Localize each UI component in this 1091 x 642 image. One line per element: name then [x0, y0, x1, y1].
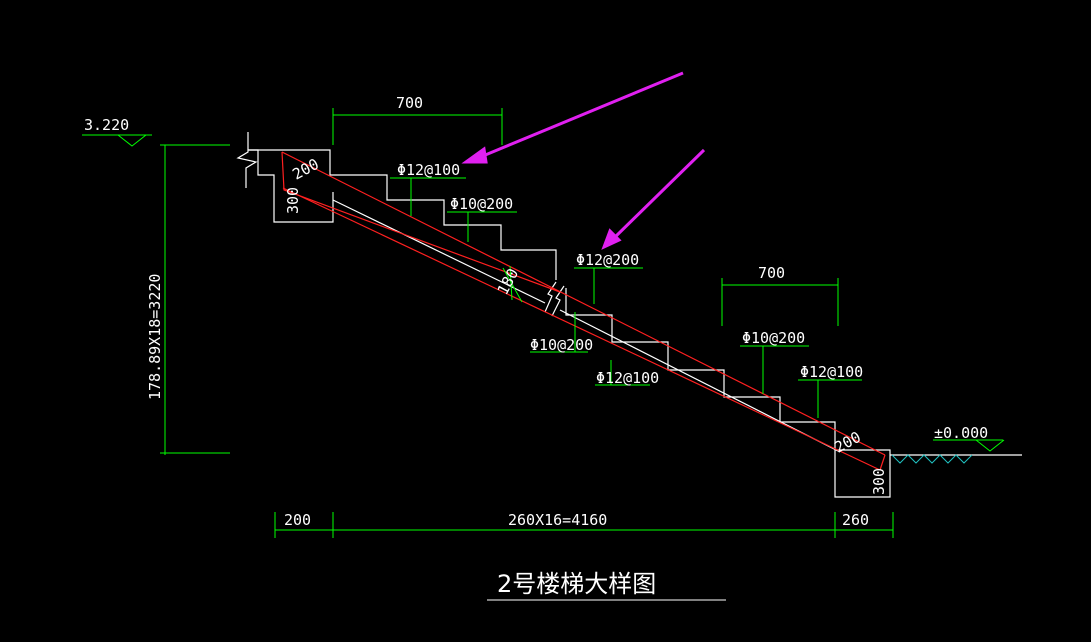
arrow-2-head — [601, 228, 622, 250]
rebar-mid-phi12-200: Φ12@200 — [576, 251, 639, 269]
rebar-low-phi10-200: Φ10@200 — [742, 329, 805, 347]
dimension-lines — [82, 108, 1005, 601]
elevation-bottom: ±0.000 — [934, 424, 988, 442]
ground-hatch — [891, 454, 973, 464]
dim-top-beam-300: 300 — [284, 187, 302, 214]
elevation-top: 3.220 — [84, 116, 129, 134]
top-rebar — [281, 151, 561, 293]
dim-bottom-right: 260 — [842, 511, 869, 529]
stair-outline — [236, 132, 1022, 498]
bottom-rebar-end — [879, 454, 886, 471]
lower-steps-outline — [565, 288, 891, 498]
dim-lower-700: 700 — [758, 264, 785, 282]
rebar-top-phi10-200: Φ10@200 — [450, 195, 513, 213]
top-break-symbol — [236, 132, 258, 188]
top-beam-left — [248, 149, 334, 223]
dim-bottom-beam-300: 300 — [870, 468, 888, 495]
dim-vertical: 178.89X18=3220 — [146, 274, 164, 400]
dim-bottom-mid: 260X16=4160 — [508, 511, 607, 529]
main-rebar-top — [281, 151, 886, 456]
rebar-mid-phi12-100: Φ12@100 — [596, 369, 659, 387]
arrow-2 — [610, 148, 706, 242]
dimension-texts: 3.220 ±0.000 700 700 178.89X18=3220 200 … — [84, 94, 988, 529]
arrow-1 — [477, 71, 684, 160]
annotation-arrows — [461, 71, 706, 250]
rebar-mid-phi10-200: Φ10@200 — [530, 336, 593, 354]
arrow-1-head — [461, 146, 488, 164]
top-beam-outline — [248, 149, 557, 280]
rebar-top-phi12-100: Φ12@100 — [397, 161, 460, 179]
dim-bottom-left: 200 — [284, 511, 311, 529]
dim-top-beam-200: 200 — [289, 155, 321, 184]
slab-bottom-line-2 — [559, 309, 841, 453]
slab-bottom-line — [332, 199, 546, 304]
dim-bottom-beam-200: 200 — [831, 428, 863, 457]
dim-top-700: 700 — [396, 94, 423, 112]
rebar-low-phi12-100: Φ12@100 — [800, 363, 863, 381]
rebar-lines — [281, 151, 886, 471]
drawing-title: 2号楼梯大样图 — [497, 570, 656, 598]
main-rebar-bottom — [282, 187, 881, 471]
